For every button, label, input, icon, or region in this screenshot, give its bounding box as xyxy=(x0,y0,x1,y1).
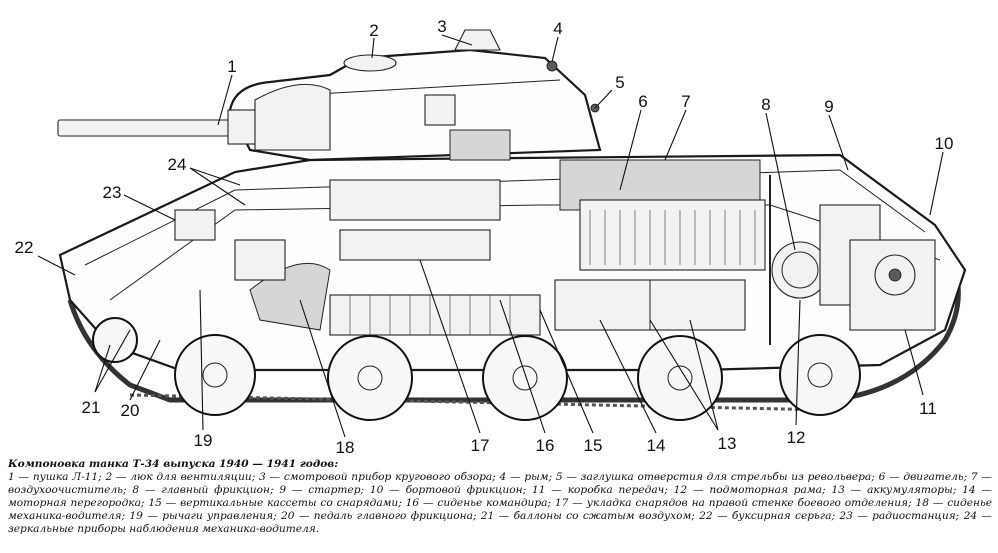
callout-16: 16 xyxy=(536,436,555,455)
callout-23: 23 xyxy=(103,183,122,202)
callout-11: 11 xyxy=(919,399,937,418)
callout-14: 14 xyxy=(647,436,666,455)
callout-2: 2 xyxy=(369,21,378,40)
callout-numbers: 1 2 3 4 5 6 7 8 9 10 11 12 13 14 15 16 1… xyxy=(15,17,954,455)
callout-7: 7 xyxy=(681,92,690,111)
callout-5: 5 xyxy=(615,73,624,92)
engine-compartment xyxy=(554,159,936,345)
callout-6: 6 xyxy=(638,92,647,111)
callout-9: 9 xyxy=(824,97,833,116)
callout-24: 24 xyxy=(168,155,187,174)
callout-13: 13 xyxy=(718,434,737,453)
leader-lines xyxy=(37,34,944,438)
callout-21: 21 xyxy=(82,398,101,417)
callout-18: 18 xyxy=(336,438,355,455)
callout-1: 1 xyxy=(227,57,236,76)
callout-22: 22 xyxy=(15,238,34,257)
road-wheels xyxy=(92,317,861,421)
caption-title: Компоновка танка Т-34 выпуска 1940 — 194… xyxy=(8,458,339,470)
gun xyxy=(57,83,331,151)
callout-4: 4 xyxy=(553,19,562,38)
figure-caption: Компоновка танка Т-34 выпуска 1940 — 194… xyxy=(8,458,992,537)
callout-10: 10 xyxy=(935,134,954,153)
callout-17: 17 xyxy=(471,436,490,455)
callout-15: 15 xyxy=(584,436,603,455)
callout-20: 20 xyxy=(121,401,140,420)
callout-3: 3 xyxy=(437,17,446,36)
callout-8: 8 xyxy=(761,95,770,114)
t34-layout-drawing: 1 2 3 4 5 6 7 8 9 10 11 12 13 14 15 16 1… xyxy=(15,17,967,455)
callout-12: 12 xyxy=(787,428,806,447)
callout-19: 19 xyxy=(194,431,213,450)
caption-legend: 1 — пушка Л-11; 2 — люк для вентиляции; … xyxy=(8,471,992,536)
